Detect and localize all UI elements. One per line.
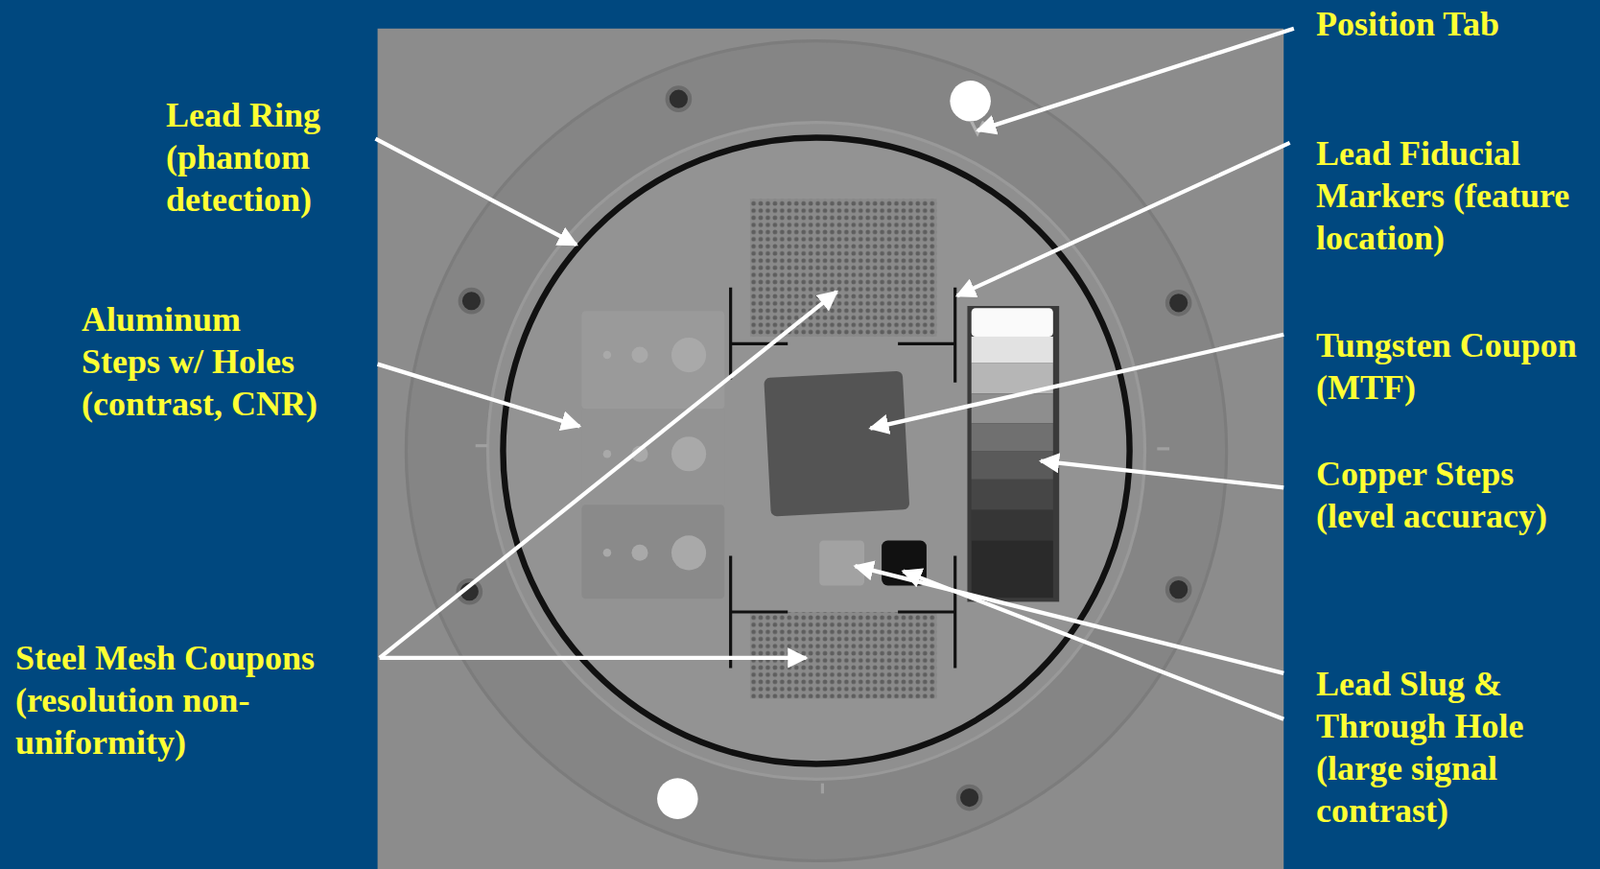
outer-plate <box>405 41 1226 862</box>
mount-holes <box>458 87 1191 809</box>
callout-label: Lead Slug & Through Hole (large signal c… <box>1316 662 1597 832</box>
copper-steps <box>966 305 1059 602</box>
aluminum-steps <box>581 310 725 599</box>
callout-label: Aluminum Steps w/ Holes (contrast, CNR) <box>81 298 324 425</box>
callout-label: Tungsten Coupon (MTF) <box>1316 324 1597 409</box>
image-background <box>377 28 1285 869</box>
tungsten-coupon <box>763 371 910 518</box>
callout-label: Lead Fiducial Markers (feature location) <box>1316 132 1597 259</box>
through-hole <box>819 541 865 587</box>
leader-arrows <box>375 28 1294 720</box>
lead-ring <box>502 138 1130 765</box>
inner-plate <box>487 122 1145 780</box>
steel-mesh <box>750 611 938 699</box>
steel-mesh <box>750 198 938 337</box>
callout-label: Copper Steps (level accuracy) <box>1316 452 1597 538</box>
callout-label: Position Tab <box>1316 2 1597 46</box>
fiducial-markers <box>730 287 956 669</box>
callout-label: Lead Ring (phantom detection) <box>165 94 331 221</box>
callout-label: Steel Mesh Coupons (resolution non-unifo… <box>15 636 342 764</box>
